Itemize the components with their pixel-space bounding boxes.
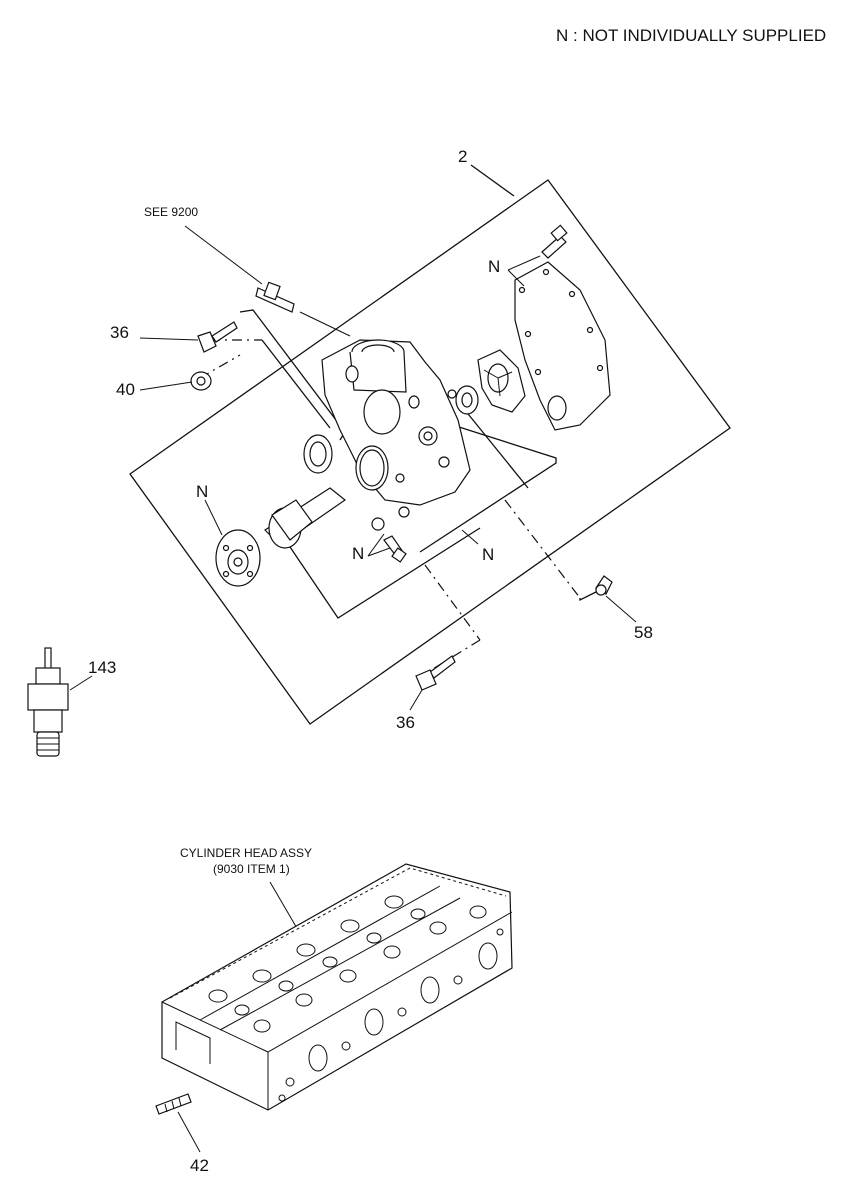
water-pump-body	[321, 339, 471, 518]
pulley-flange	[215, 529, 261, 587]
callout-n-mid: N	[482, 545, 494, 564]
callout-143: 143	[88, 658, 116, 677]
impeller	[477, 349, 526, 413]
callout-n-lower: N	[352, 544, 364, 563]
callout-36-bottom: 36	[396, 713, 415, 732]
bolt-36-top	[197, 321, 238, 353]
plug-58	[595, 575, 613, 596]
callout-n-flange: N	[196, 482, 208, 501]
cover-bolt	[541, 224, 568, 259]
not-supplied-note: N : NOT INDIVIDUALLY SUPPLIED	[556, 26, 827, 45]
cylinder-head-ref: (9030 ITEM 1)	[213, 862, 290, 876]
cylinder-head-assy	[161, 863, 513, 1111]
o-ring-gasket	[355, 445, 389, 491]
leader-lines	[69, 225, 637, 1153]
callout-see-9200: SEE 9200	[144, 205, 198, 219]
callout-58: 58	[634, 623, 653, 642]
callout-42: 42	[190, 1156, 209, 1175]
sensor-143	[27, 647, 69, 757]
washer-40	[190, 371, 212, 391]
stud-42	[155, 1093, 192, 1115]
bolt-36-bottom	[415, 655, 456, 691]
callout-n-gasket: N	[488, 257, 500, 276]
assembly-outline	[129, 164, 731, 725]
pump-cover-plate	[514, 261, 611, 431]
callout-2: 2	[458, 147, 467, 166]
cylinder-head-label: CYLINDER HEAD ASSY	[180, 846, 312, 860]
cylinder-head-side-ports	[278, 928, 504, 1102]
mechanical-seal	[455, 385, 479, 415]
cylinder-head-ports	[208, 895, 487, 1033]
callout-36-top: 36	[110, 323, 129, 342]
callout-40: 40	[116, 380, 135, 399]
pump-shaft	[264, 487, 347, 549]
oil-seal	[303, 434, 333, 474]
temp-sender	[255, 281, 351, 337]
body-bolt-lower	[371, 517, 407, 563]
